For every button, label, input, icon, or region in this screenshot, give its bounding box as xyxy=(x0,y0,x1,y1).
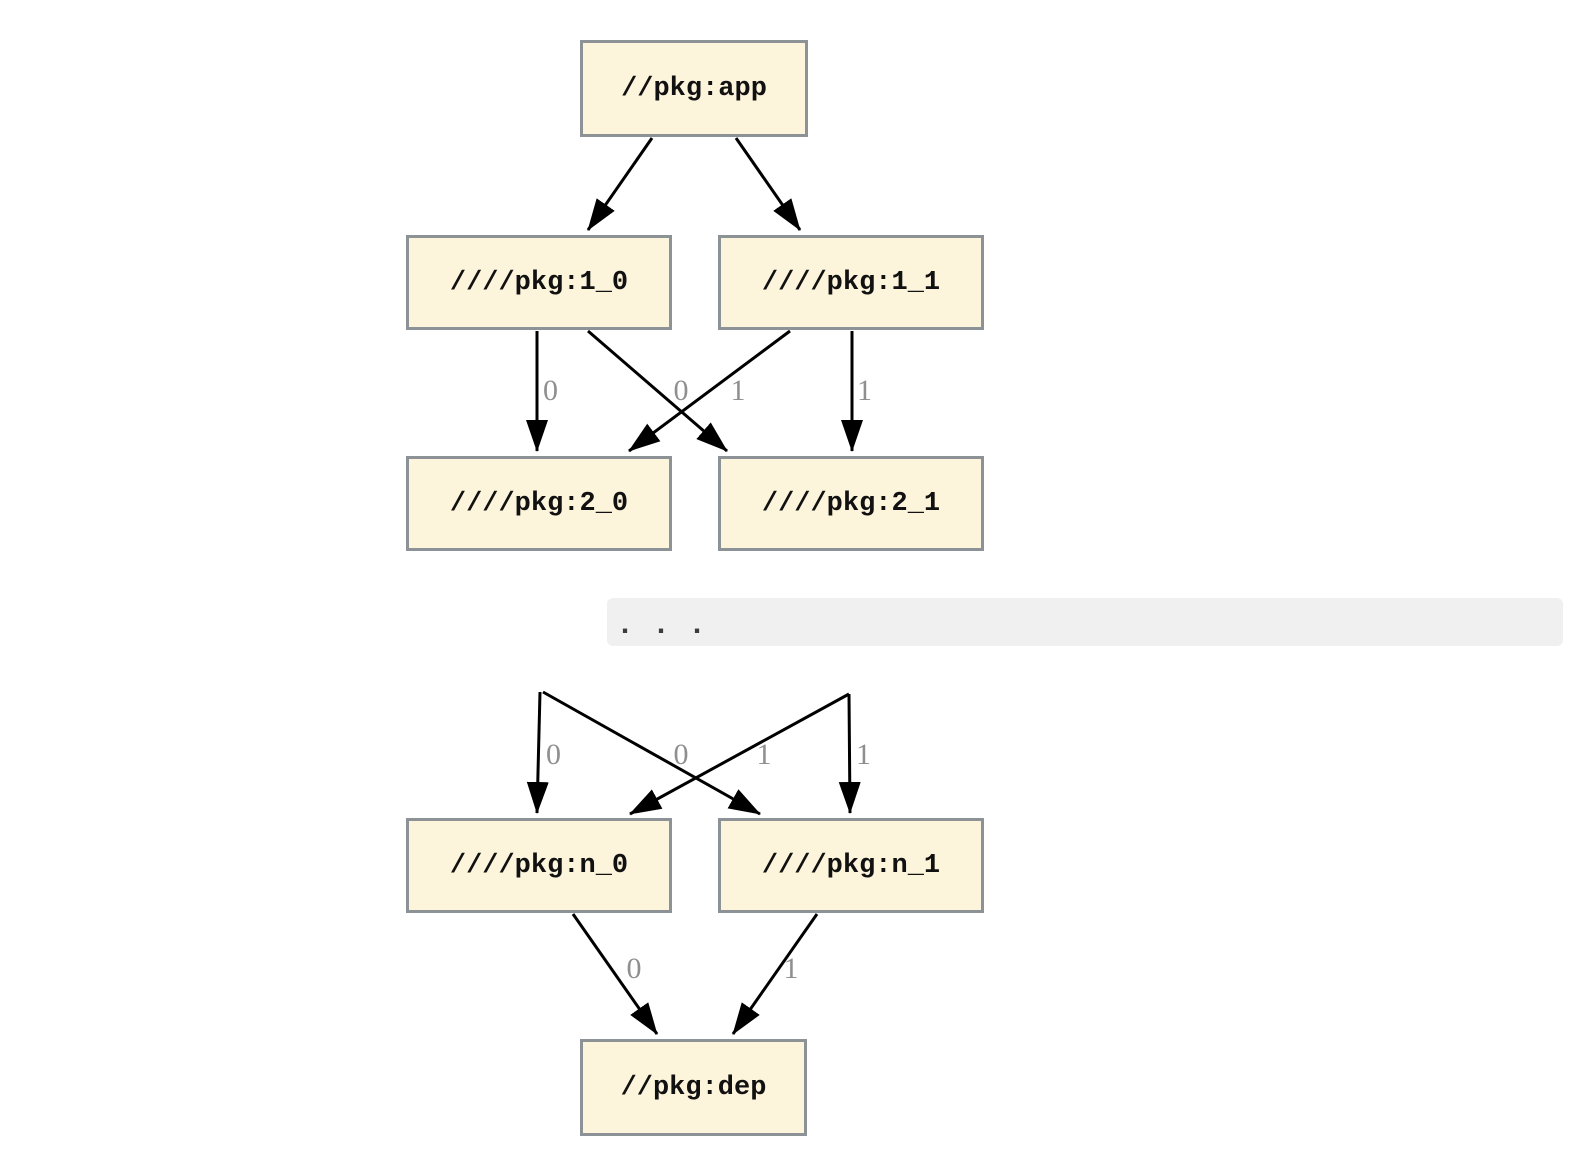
edge-label: 0 xyxy=(627,952,642,985)
edge-label: 1 xyxy=(731,374,746,407)
node-label: ////pkg:2_0 xyxy=(449,488,629,519)
edge-label: 0 xyxy=(674,374,689,407)
edge-label: 0 xyxy=(546,738,561,771)
node-label: ////pkg:1_0 xyxy=(449,267,629,298)
edge-app-to-1_1 xyxy=(734,137,802,231)
ellipsis-bar xyxy=(607,598,1563,646)
edge-n_0-to-dep xyxy=(571,913,659,1035)
edge-1_0-to-2_1 xyxy=(587,329,728,453)
node-label: //pkg:dep xyxy=(620,1072,767,1103)
edge-label: 1 xyxy=(757,738,772,771)
node-pkg-1_1: ////pkg:1_1 xyxy=(718,235,984,330)
node-pkg-2_1: ////pkg:2_1 xyxy=(718,456,984,551)
node-label: ////pkg:2_1 xyxy=(761,488,941,519)
edge-app-to-1_0 xyxy=(586,137,654,231)
edge-1_1-to-2_0 xyxy=(628,329,791,453)
edge-label: 0 xyxy=(543,374,558,407)
edge-label: 1 xyxy=(784,952,799,985)
edge-label: 0 xyxy=(674,738,689,771)
edge-label: 1 xyxy=(856,738,871,771)
node-label: ////pkg:1_1 xyxy=(761,267,941,298)
node-label: ////pkg:n_0 xyxy=(449,850,629,881)
edge-ellipsis-to-n_0-cross xyxy=(629,692,850,816)
node-pkg-app: //pkg:app xyxy=(580,40,808,137)
ellipsis-dots: . . . xyxy=(616,609,707,643)
edge-ellipsis-to-n_1-cross xyxy=(542,690,761,816)
node-pkg-n_1: ////pkg:n_1 xyxy=(718,818,984,913)
node-pkg-n_0: ////pkg:n_0 xyxy=(406,818,672,913)
node-pkg-2_0: ////pkg:2_0 xyxy=(406,456,672,551)
edge-n_1-to-dep xyxy=(731,913,819,1035)
node-label: ////pkg:n_1 xyxy=(761,850,941,881)
node-pkg-dep: //pkg:dep xyxy=(580,1039,807,1136)
edge-ellipsis-to-n_0-straight xyxy=(526,691,549,814)
node-label: //pkg:app xyxy=(621,73,767,104)
edge-label: 1 xyxy=(857,374,872,407)
edge-ellipsis-to-n_1-straight xyxy=(838,693,861,814)
node-pkg-1_0: ////pkg:1_0 xyxy=(406,235,672,330)
